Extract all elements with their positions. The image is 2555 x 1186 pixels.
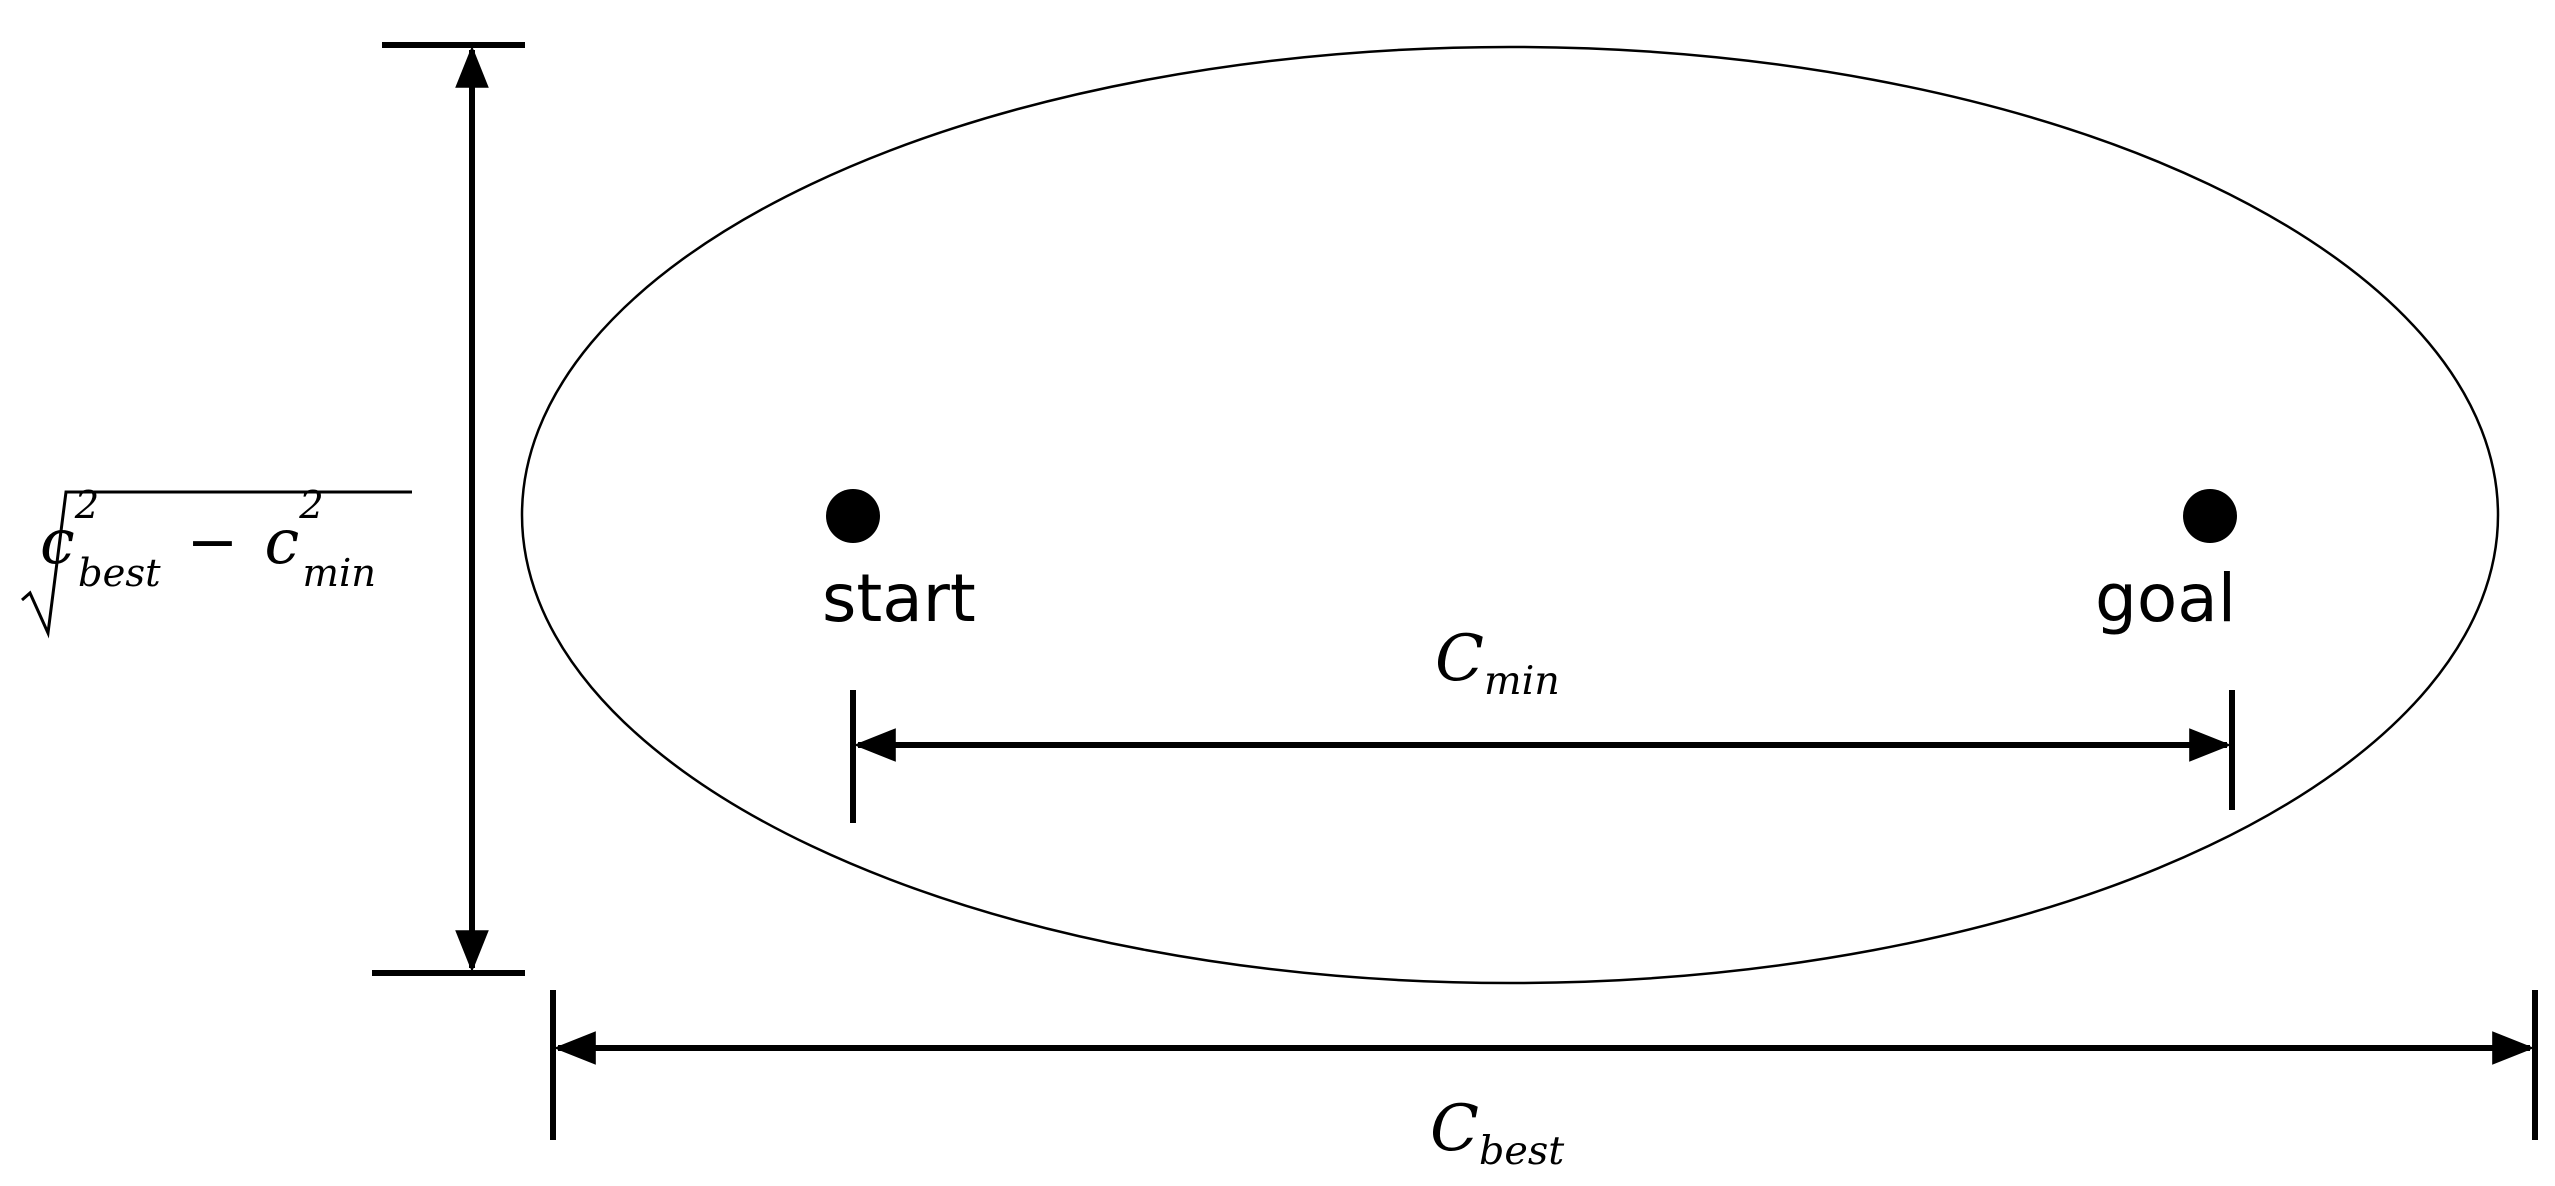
term2-symbol: c <box>264 505 300 578</box>
ellipse <box>520 45 2500 985</box>
start-label: start <box>822 560 976 637</box>
cmin-symbol: C <box>1435 622 1484 696</box>
term1-subscript: best <box>78 551 161 596</box>
sqrt-sign <box>21 490 412 639</box>
cbest-symbol: C <box>1430 1092 1479 1166</box>
cmin-subscript: min <box>1483 657 1560 704</box>
cbest-subscript: best <box>1478 1127 1565 1174</box>
term2-exponent: 2 <box>299 483 324 529</box>
cmin-squared-term: c2 min <box>264 483 377 596</box>
minor-axis-expression: c2best − c2min <box>40 483 377 596</box>
goal-label: goal <box>2095 560 2237 637</box>
term2-subscript: min <box>302 551 377 596</box>
cbest-squared-term: c2 best <box>40 483 161 596</box>
minus-operator: − <box>186 505 239 578</box>
term1-exponent: 2 <box>74 483 100 529</box>
cbest-label: Cbest <box>1430 1092 1564 1174</box>
goal-point <box>2183 489 2237 543</box>
start-point <box>826 489 880 543</box>
term1-symbol: c <box>40 505 75 578</box>
cmin-label: Cmin <box>1435 622 1560 704</box>
